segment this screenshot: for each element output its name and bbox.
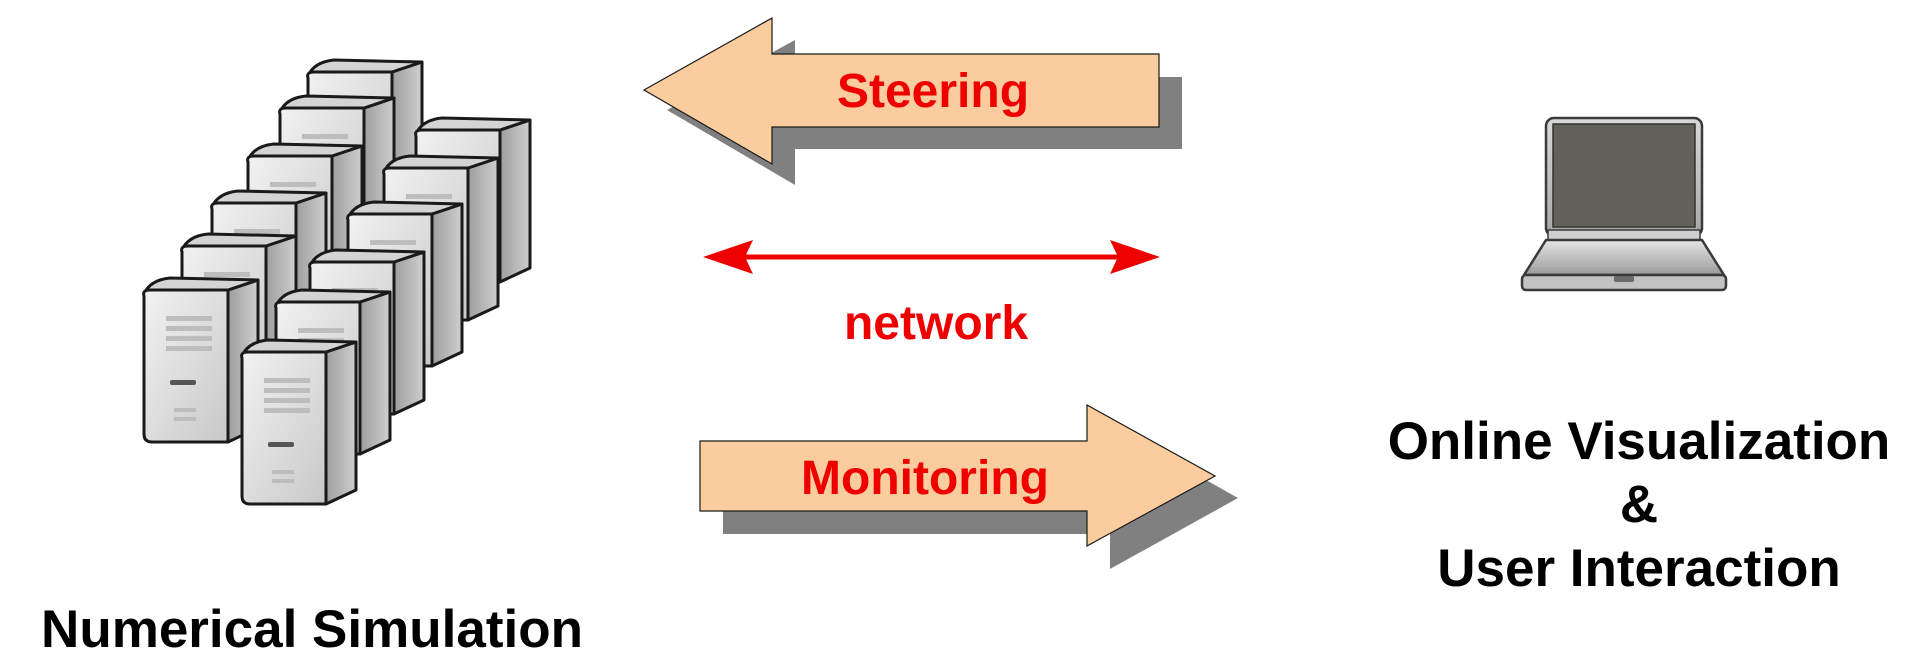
network-left-arrowhead: [703, 240, 753, 274]
steering-arrow-body: [642, 16, 1160, 166]
laptop-icon: [1520, 116, 1728, 292]
steering-arrow: Steering: [642, 16, 1182, 185]
network-link: network: [703, 240, 1160, 350]
server-cluster-icon: [142, 58, 532, 506]
numerical-simulation-caption: Numerical Simulation: [41, 600, 583, 659]
caption-line-1: Online Visualization: [1388, 412, 1891, 471]
network-right-arrowhead: [1110, 240, 1160, 274]
caption-line-3: User Interaction: [1437, 539, 1841, 598]
monitoring-arrow-body: [699, 403, 1217, 548]
monitoring-arrow: Monitoring: [699, 403, 1238, 569]
network-label: network: [844, 297, 1028, 350]
caption-line-2: &: [1620, 475, 1658, 534]
steering-label: Steering: [837, 65, 1029, 118]
online-visualization-caption: Online Visualization & User Interaction: [1388, 412, 1891, 598]
monitoring-label: Monitoring: [801, 452, 1049, 505]
